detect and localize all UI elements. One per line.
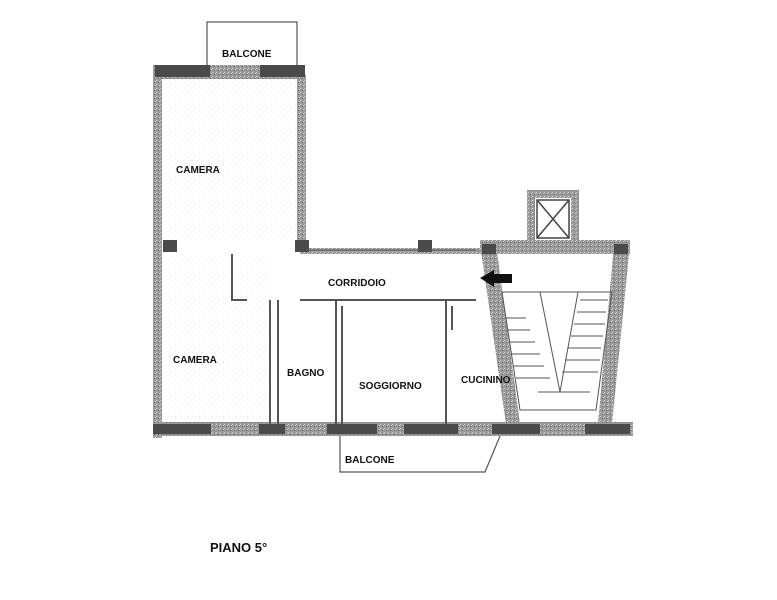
room-label-corridoio: CORRIDOIO [328, 278, 386, 289]
room-label-camera-top: CAMERA [176, 165, 220, 176]
partitions [231, 249, 476, 424]
balcony-bottom [339, 435, 501, 473]
balcony-top [206, 21, 298, 69]
room-label-cucinino: CUCININO [461, 375, 511, 386]
room-label-balcone-top: BALCONE [222, 49, 272, 60]
staircase [501, 291, 613, 411]
room-label-camera-bottom: CAMERA [173, 355, 217, 366]
room-label-bagno: BAGNO [287, 368, 324, 379]
room-label-balcone-bottom: BALCONE [345, 455, 395, 466]
entrance-arrow-icon [480, 270, 512, 287]
wall-columns [153, 65, 630, 434]
room-label-soggiorno: SOGGIORNO [359, 381, 422, 392]
floor-label: PIANO 5° [210, 540, 267, 555]
elevator-shaft [536, 199, 570, 239]
interior-shading [158, 80, 300, 423]
